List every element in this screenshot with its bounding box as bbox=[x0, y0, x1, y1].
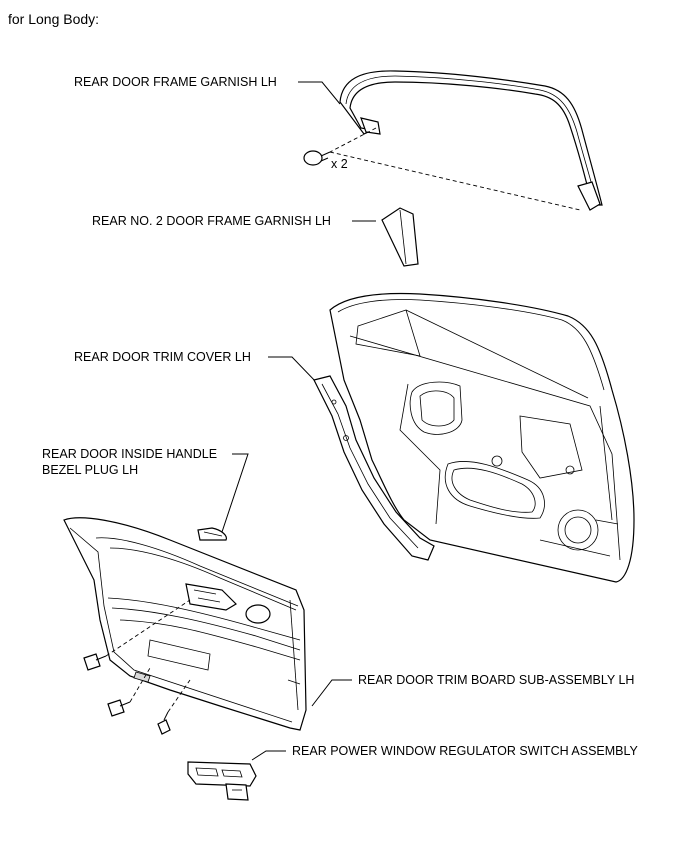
frame-garnish-part bbox=[339, 70, 603, 211]
label-frame-garnish: REAR DOOR FRAME GARNISH LH bbox=[74, 75, 277, 89]
trim-cover-part bbox=[313, 375, 435, 561]
label-window-switch: REAR POWER WINDOW REGULATOR SWITCH ASSEM… bbox=[292, 744, 639, 758]
dash-clip-upper bbox=[329, 127, 377, 153]
clip-icon bbox=[303, 150, 331, 166]
screw-icon bbox=[83, 653, 107, 671]
screw-icon bbox=[157, 711, 171, 735]
leader-frame-garnish bbox=[298, 81, 341, 105]
label-trim-cover: REAR DOOR TRIM COVER LH bbox=[74, 350, 251, 364]
dash-screw-1 bbox=[105, 599, 191, 657]
label-bezel-plug-line1: REAR DOOR INSIDE HANDLE bbox=[42, 447, 217, 461]
leader-trim-cover bbox=[268, 356, 319, 385]
leader-bezel-plug bbox=[221, 453, 249, 533]
label-trim-board: REAR DOOR TRIM BOARD SUB-ASSEMBLY LH bbox=[358, 673, 634, 687]
label-no2-garnish: REAR NO. 2 DOOR FRAME GARNISH LH bbox=[92, 214, 331, 228]
dash-clip-lower bbox=[329, 151, 581, 211]
window-switch-part bbox=[187, 761, 257, 801]
bezel-plug-part bbox=[197, 527, 227, 541]
leader-trim-board bbox=[311, 679, 352, 707]
header-caption: for Long Body: bbox=[8, 11, 99, 27]
label-bezel-plug-line2: BEZEL PLUG LH bbox=[42, 463, 138, 477]
leader-window-switch bbox=[251, 750, 286, 761]
label-qty: x 2 bbox=[331, 157, 348, 171]
rear-door-panel bbox=[329, 292, 635, 583]
screw-icon bbox=[107, 699, 131, 717]
trim-board-part bbox=[63, 517, 307, 731]
no2-garnish-part bbox=[381, 207, 419, 267]
